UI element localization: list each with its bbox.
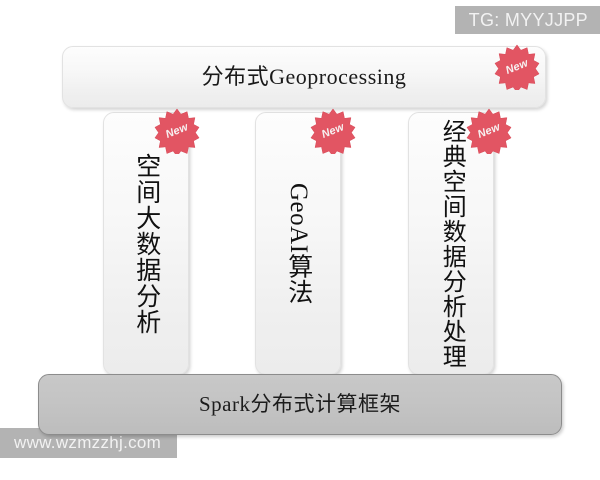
column-box-spatial-big-data-analysis[interactable]: 空间大数据分析	[103, 112, 189, 375]
base-bar-spark-framework[interactable]: Spark分布式计算框架	[38, 374, 562, 435]
header-box-distributed-geoprocessing[interactable]: 分布式Geoprocessing	[62, 46, 546, 108]
new-badge-icon-header: New	[494, 44, 540, 90]
column-box-geoai-algorithms[interactable]: GeoAI算法	[255, 112, 341, 375]
column-box-classic-spatial-data-analysis-processing[interactable]: 经典空间数据分析处理	[408, 112, 494, 375]
column-1-label: 空间大数据分析	[132, 152, 160, 335]
header-box-label: 分布式Geoprocessing	[201, 64, 407, 89]
column-2-label: GeoAI算法	[284, 182, 312, 305]
base-bar-label: Spark分布式计算框架	[199, 392, 401, 416]
new-badge-icon-column-1: New	[154, 108, 200, 154]
new-badge-icon-column-2: New	[310, 108, 356, 154]
watermark-top-right: TG: MYYJJPP	[454, 6, 600, 34]
new-badge-icon-column-3: New	[466, 108, 512, 154]
column-3-label: 经典空间数据分析处理	[438, 118, 465, 369]
